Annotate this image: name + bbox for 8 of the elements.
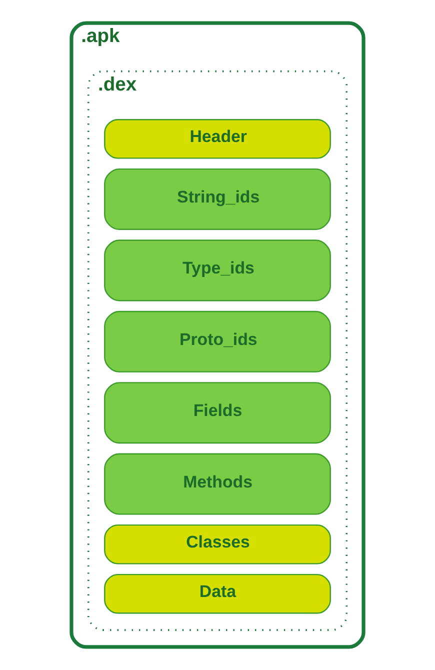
- node-box: Fields: [104, 382, 331, 444]
- node-box: Proto_ids: [104, 310, 331, 372]
- node-box: Type_ids: [104, 240, 331, 302]
- node-box: Methods: [104, 453, 331, 515]
- node-box: String_ids: [104, 168, 331, 230]
- node-box: Header: [104, 118, 331, 159]
- node-box: Classes: [104, 524, 331, 564]
- node-box: Data: [104, 574, 331, 614]
